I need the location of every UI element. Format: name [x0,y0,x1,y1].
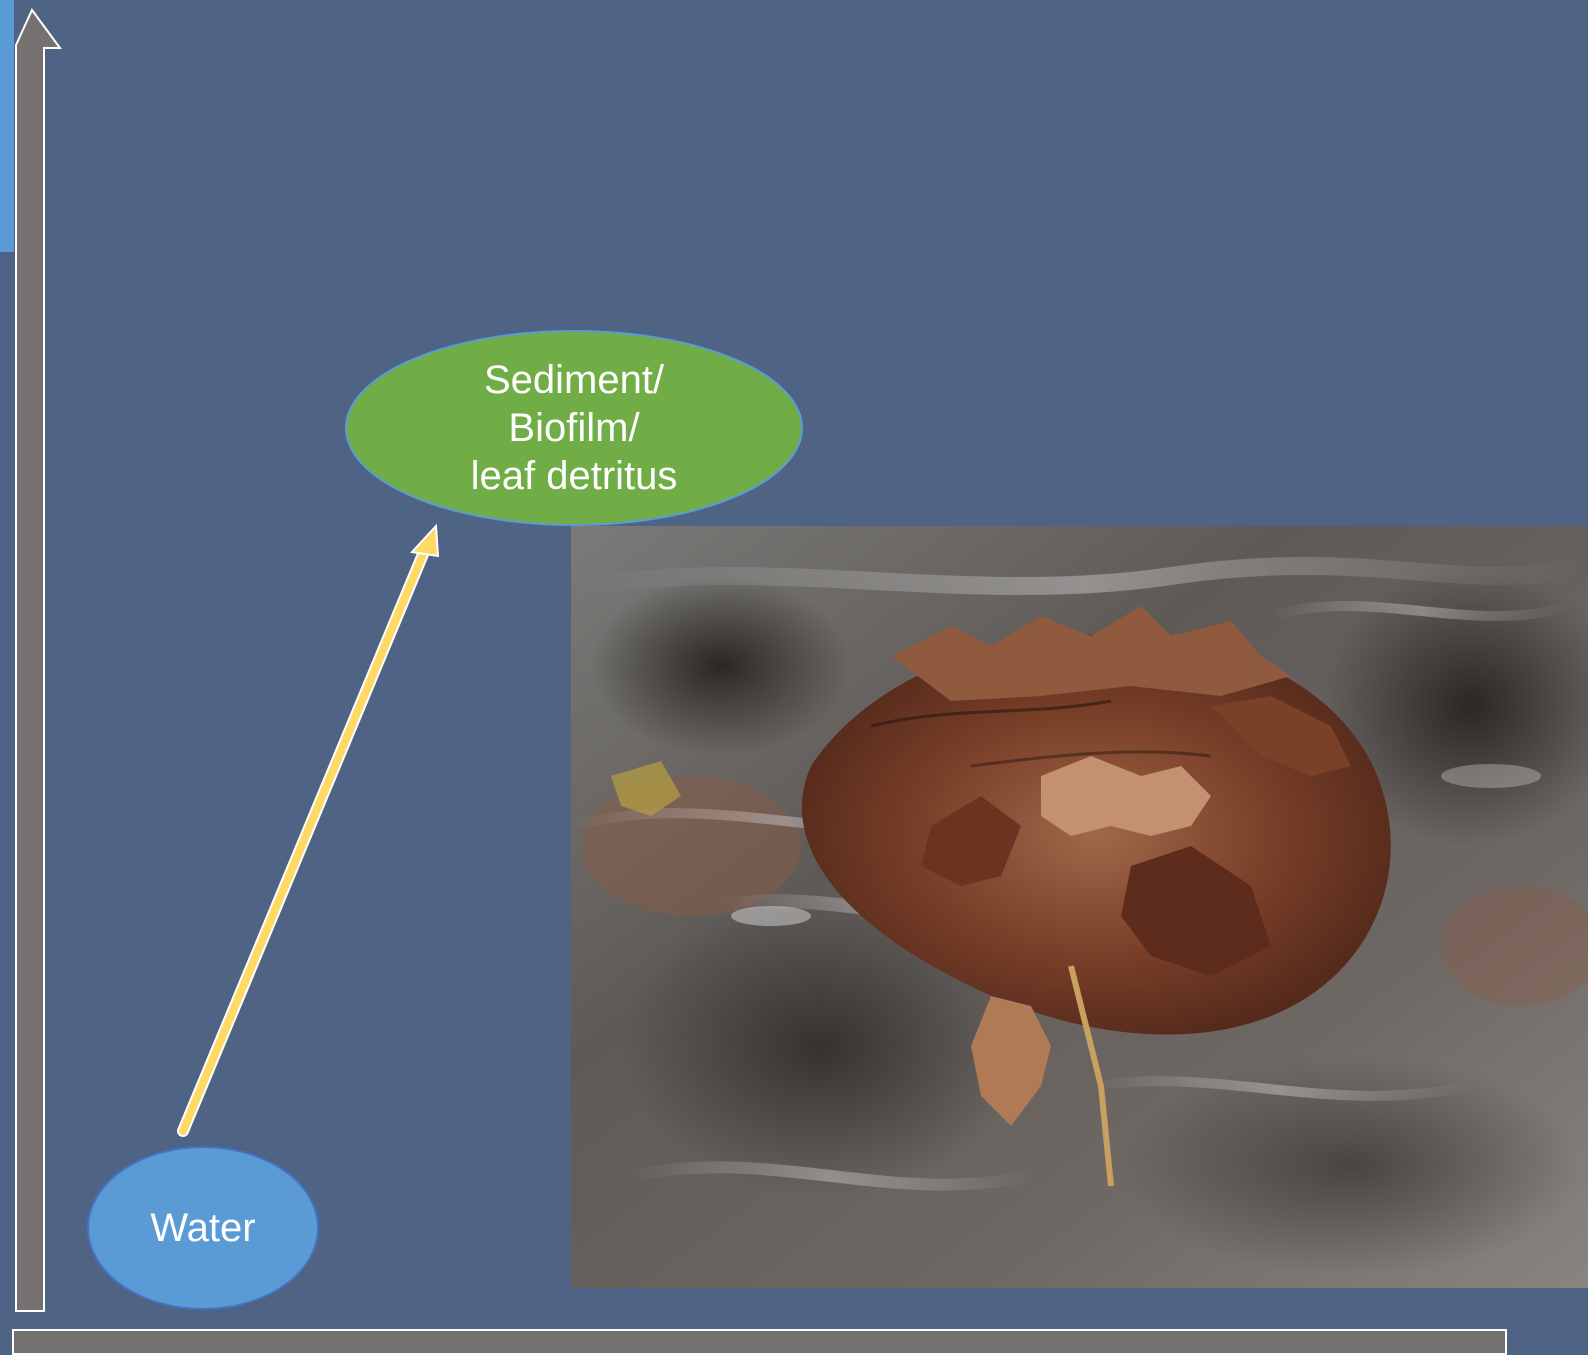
water-label: Water [88,1147,318,1309]
stream-leaf-photo [571,526,1588,1288]
sediment-label: Sediment/ Biofilm/ leaf detritus [346,331,802,525]
flow-arrow [183,526,438,1131]
horizontal-axis-bar [13,1330,1506,1354]
vertical-axis-arrow [16,10,60,1311]
stream-leaf-photo-image [571,526,1588,1288]
